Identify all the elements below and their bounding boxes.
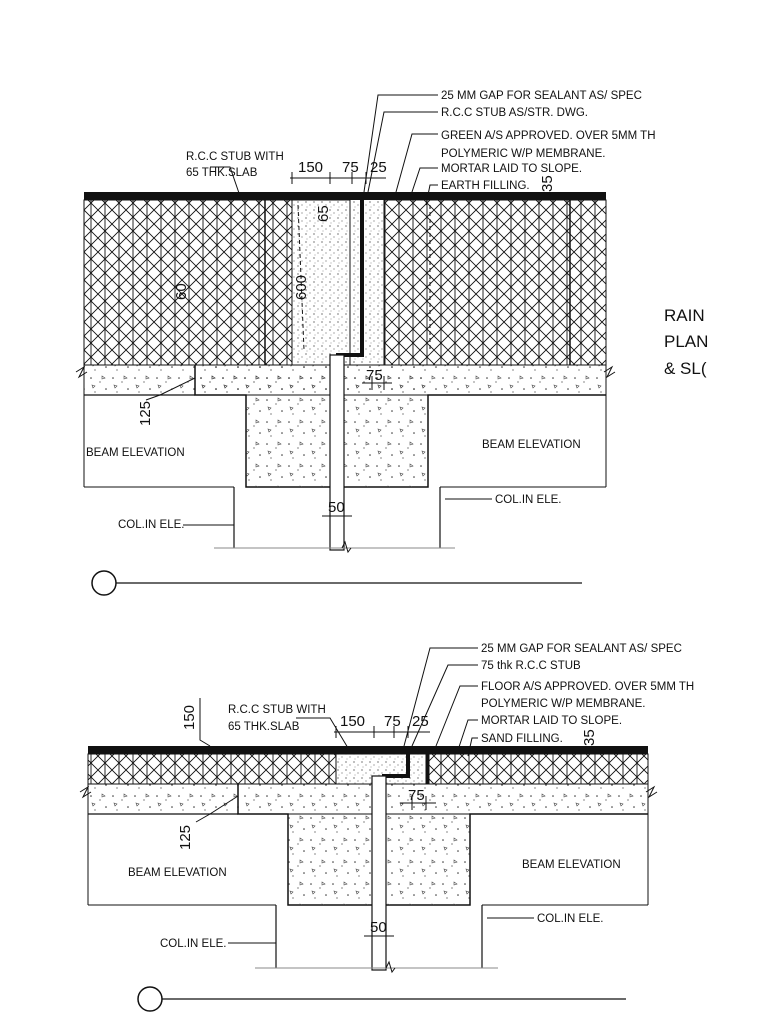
- note-5: MORTAR LAID TO SLOPE.: [441, 163, 582, 175]
- joint-gap: [371, 775, 387, 971]
- membrane-layer: [84, 192, 606, 200]
- detail-1: 25 MM GAP FOR SEALANT AS/ SPEC R.C.C STU…: [75, 90, 656, 596]
- note-3: GREEN A/S APPROVED. OVER 5MM TH: [441, 130, 656, 142]
- dim-gap-75: 75: [366, 367, 383, 384]
- dim-150: 150: [298, 159, 323, 176]
- earth-filling-left: [83, 199, 293, 366]
- membrane-layer: [88, 746, 648, 754]
- beam-right-label: BEAM ELEVATION: [522, 859, 621, 871]
- note-1: 25 MM GAP FOR SEALANT AS/ SPEC: [441, 90, 642, 102]
- dim-35: 35: [539, 175, 556, 192]
- col-left-label: COL.IN ELE.: [160, 938, 226, 950]
- sand-filling-left: [87, 753, 337, 785]
- note-2: 75 thk R.C.C STUB: [481, 660, 581, 672]
- slab: [87, 783, 649, 815]
- dim-joint-50: 50: [370, 919, 387, 936]
- col-left-label: COL.IN ELE.: [118, 519, 184, 531]
- dim-125: 125: [137, 401, 154, 426]
- section-marker: [91, 570, 117, 596]
- note-1: 25 MM GAP FOR SEALANT AS/ SPEC: [481, 643, 682, 655]
- col-right-label: COL.IN ELE.: [537, 913, 603, 925]
- note-4: POLYMERIC W/P MEMBRANE.: [441, 148, 605, 160]
- joint-gap: [329, 354, 345, 551]
- note-6: EARTH FILLING.: [441, 180, 530, 192]
- beam-right-label: BEAM ELEVATION: [482, 439, 581, 451]
- dim-75: 75: [342, 159, 359, 176]
- section-marker: [137, 986, 163, 1012]
- svg-text:& SL(: & SL(: [664, 359, 707, 378]
- dim-125: 125: [177, 825, 194, 850]
- dim-joint-50: 50: [328, 499, 345, 516]
- note-3: FLOOR A/S APPROVED. OVER 5MM TH: [481, 681, 694, 693]
- dim-600: 600: [293, 275, 310, 300]
- dim-65: 65: [315, 205, 332, 222]
- dim-35: 35: [581, 729, 598, 746]
- earth-filling-right: [383, 199, 607, 366]
- stub-label-1: R.C.C STUB WITH: [186, 151, 284, 163]
- stub-label-1: R.C.C STUB WITH: [228, 704, 326, 716]
- beam-left-label: BEAM ELEVATION: [86, 447, 185, 459]
- dim-height-150: 150: [181, 705, 198, 730]
- dim-25: 25: [412, 713, 429, 730]
- col-right-label: COL.IN ELE.: [495, 494, 561, 506]
- rcc-stub-right: [350, 200, 384, 365]
- stub-label-2: 65 THK.SLAB: [186, 167, 258, 179]
- sand-filling-right: [425, 753, 649, 785]
- svg-text:RAIN: RAIN: [664, 306, 705, 325]
- beam-left-label: BEAM ELEVATION: [128, 867, 227, 879]
- note-2: R.C.C STUB AS/STR. DWG.: [441, 107, 588, 119]
- note-6: SAND FILLING.: [481, 733, 563, 745]
- dim-75: 75: [384, 713, 401, 730]
- dim-25: 25: [370, 159, 387, 176]
- side-title: RAIN PLAN & SL(: [664, 306, 708, 378]
- svg-text:PLAN: PLAN: [664, 332, 708, 351]
- note-5: MORTAR LAID TO SLOPE.: [481, 715, 622, 727]
- stub-label-2: 65 THK.SLAB: [228, 721, 300, 733]
- dim-150: 150: [340, 713, 365, 730]
- dim-gap-75: 75: [408, 787, 425, 804]
- dim-60: 60: [173, 283, 190, 300]
- detail-2: 25 MM GAP FOR SEALANT AS/ SPEC 75 thk R.…: [79, 643, 694, 1012]
- note-4: POLYMERIC W/P MEMBRANE.: [481, 698, 645, 710]
